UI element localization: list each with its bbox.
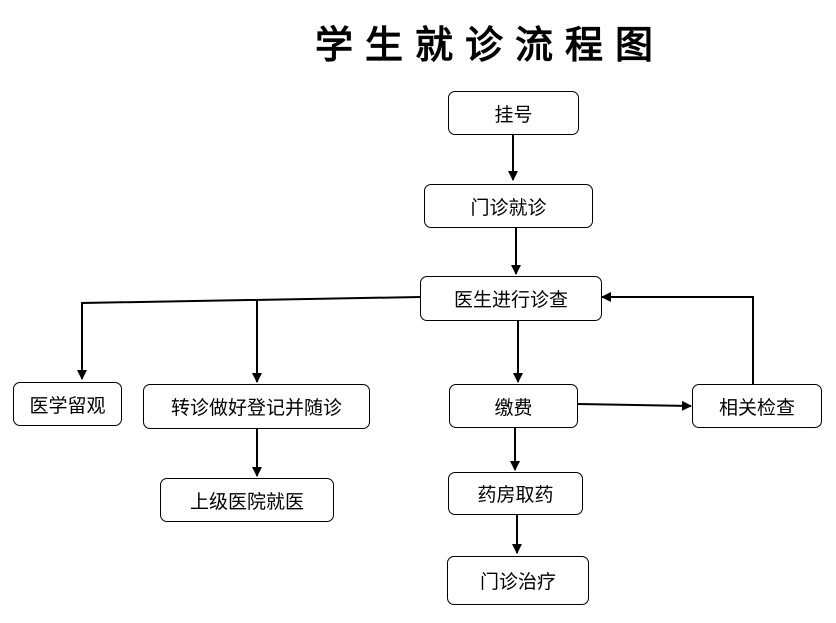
node-label: 医生进行诊查 — [453, 289, 568, 311]
node-label: 药房取药 — [477, 484, 554, 506]
node-label: 缴费 — [494, 396, 533, 419]
node-pharmacy: 药房取药 — [448, 472, 583, 515]
node-label: 门诊就诊 — [470, 196, 547, 219]
node-outpatient-visit: 门诊就诊 — [424, 184, 593, 228]
node-label: 挂号 — [494, 103, 533, 126]
node-observation: 医学留观 — [13, 382, 122, 426]
node-outpatient-treatment: 门诊治疗 — [447, 556, 589, 605]
node-label: 转诊做好登记并随诊 — [170, 397, 342, 419]
node-doctor-exam: 医生进行诊查 — [420, 276, 602, 321]
node-transfer: 转诊做好登记并随诊 — [143, 384, 370, 429]
node-label: 相关检查 — [718, 396, 795, 419]
arrow-exam-to-observation — [77, 296, 421, 380]
node-payment: 缴费 — [449, 384, 578, 428]
node-label: 上级医院就医 — [189, 490, 304, 513]
node-higher-hospital: 上级医院就医 — [160, 478, 334, 522]
node-register: 挂号 — [448, 91, 579, 135]
node-label: 医学留观 — [29, 394, 106, 417]
arrow-tests-to-exam — [601, 292, 754, 384]
page-title: 学生就诊流程图 — [314, 22, 665, 67]
arrow-payment-to-tests — [577, 400, 692, 411]
node-label: 门诊治疗 — [479, 571, 556, 593]
node-related-tests: 相关检查 — [692, 384, 822, 428]
